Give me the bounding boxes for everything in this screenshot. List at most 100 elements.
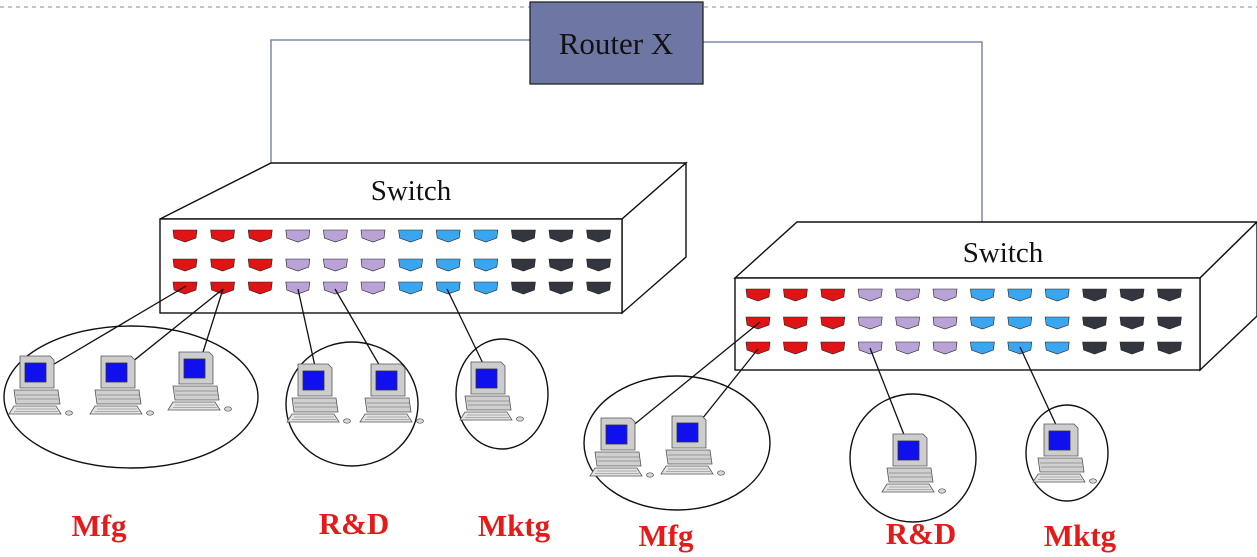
group-ellipse-left-rd — [285, 341, 419, 467]
switch-port — [435, 258, 461, 272]
switch-port — [548, 229, 574, 243]
switch-port — [247, 229, 273, 243]
switch-port — [857, 288, 883, 302]
switch-port — [783, 288, 808, 302]
switch-port — [895, 341, 920, 355]
switch-port — [1119, 288, 1145, 302]
switch-port — [473, 229, 499, 243]
group-label-left-mfg: Mfg — [71, 508, 127, 543]
group-label-right-mfg: Mfg — [638, 518, 694, 553]
switch-port — [548, 281, 574, 295]
switch-port — [548, 258, 574, 272]
switch-port — [360, 281, 386, 295]
switch-port — [172, 258, 198, 272]
switch-port — [586, 281, 611, 295]
switch-right-ports — [745, 288, 1182, 355]
switch-port — [398, 229, 423, 243]
switch-port — [586, 229, 611, 243]
switch-port — [1007, 288, 1033, 302]
uplink-left — [270, 39, 530, 165]
switch-port — [783, 341, 808, 355]
group-label-right-rd: R&D — [886, 516, 957, 551]
switch-port — [970, 341, 995, 355]
switch-port — [1044, 316, 1070, 330]
switch-port — [1082, 288, 1107, 302]
group-label-left-mktg: Mktg — [478, 508, 551, 543]
uplink-right — [703, 41, 983, 222]
switch-port — [398, 258, 423, 272]
switch-left: Switch — [159, 161, 688, 315]
switch-port — [360, 229, 386, 243]
group-ellipse-right-mktg — [1025, 404, 1109, 502]
switch-port — [1007, 316, 1033, 330]
switch-port — [172, 281, 198, 295]
switch-port — [745, 341, 771, 355]
switch-port — [932, 288, 958, 302]
switch-right-label: Switch — [963, 237, 1044, 269]
router-label: Router X — [559, 26, 674, 61]
group-ellipse-left-mfg — [3, 325, 259, 469]
switch-port — [511, 229, 536, 243]
switch-port — [511, 281, 536, 295]
switch-port — [210, 229, 235, 243]
switch-port — [285, 258, 311, 272]
switch-port — [586, 258, 611, 272]
group-label-left-rd: R&D — [319, 506, 390, 541]
switch-port — [323, 281, 348, 295]
switch-port — [857, 316, 883, 330]
switch-port — [1044, 341, 1070, 355]
computer-icon — [286, 363, 351, 424]
cable — [619, 321, 761, 437]
switch-port — [398, 281, 423, 295]
switch-port — [1157, 288, 1182, 302]
switch-port — [970, 316, 995, 330]
switch-port — [820, 341, 846, 355]
switch-port — [970, 288, 995, 302]
switch-right: Switch — [733, 221, 1257, 372]
computer-icon — [881, 433, 946, 494]
switch-port — [210, 281, 235, 295]
computer-icon — [359, 363, 424, 424]
switch-left-ports — [172, 229, 611, 295]
group-ellipse-right-rd — [849, 393, 977, 523]
switch-port — [285, 229, 311, 243]
switch-port — [172, 229, 198, 243]
computers — [8, 351, 1097, 494]
router: Router X — [529, 1, 704, 85]
group-label-right-mktg: Mktg — [1044, 518, 1117, 553]
switch-port — [895, 316, 920, 330]
switch-port — [435, 229, 461, 243]
switch-port — [473, 258, 499, 272]
switch-port — [1157, 341, 1182, 355]
switch-port — [1157, 316, 1182, 330]
computer-icon — [660, 415, 725, 476]
cable — [43, 285, 187, 371]
switch-port — [473, 281, 499, 295]
switch-port — [435, 281, 461, 295]
switch-port — [745, 288, 771, 302]
switch-port — [820, 288, 846, 302]
switch-left-label: Switch — [371, 175, 452, 207]
cable — [869, 347, 911, 451]
group-ellipse-left-mktg — [455, 338, 549, 450]
computer-icon — [589, 417, 654, 478]
switch-port — [360, 258, 386, 272]
switch-port — [895, 288, 920, 302]
switch-port — [932, 316, 958, 330]
computer-icon — [89, 355, 154, 416]
computer-icon — [167, 351, 232, 412]
router-box — [529, 1, 704, 85]
switch-port — [1119, 341, 1145, 355]
switch-port — [247, 258, 273, 272]
switch-port — [932, 341, 958, 355]
computer-icon — [459, 361, 524, 422]
computer-icon — [1032, 423, 1097, 484]
cable — [121, 288, 224, 371]
switch-port — [511, 258, 536, 272]
switch-port — [1044, 288, 1070, 302]
switch-port — [210, 258, 235, 272]
switch-port — [783, 316, 808, 330]
switch-port — [285, 281, 311, 295]
switch-port — [1082, 341, 1107, 355]
